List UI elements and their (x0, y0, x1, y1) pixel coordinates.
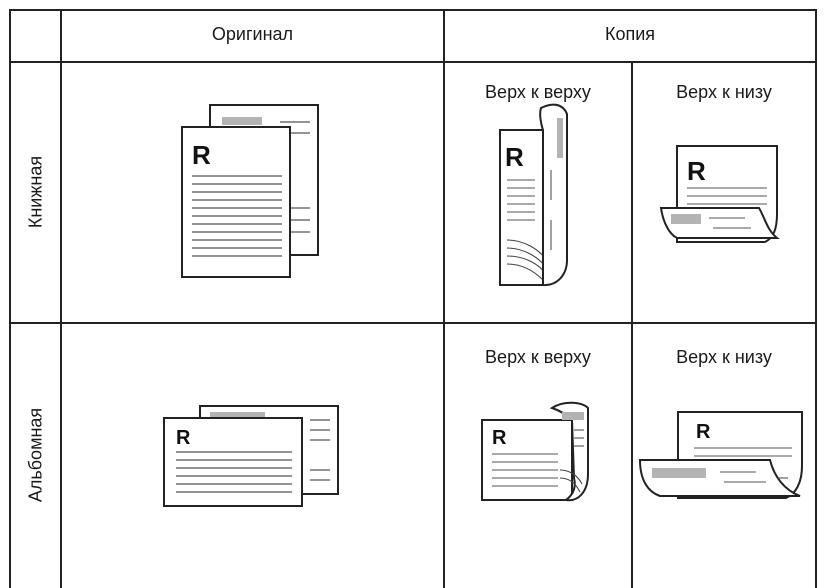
landscape-booklet-letter: R (492, 427, 507, 449)
landscape-original-pages: R (163, 405, 339, 507)
header-original: Оригинал (211, 24, 294, 44)
caption-portrait-top-to-bottom: Верх к низу (676, 82, 772, 102)
landscape-front-letter: R (176, 427, 191, 449)
landscape-flip-gray-bar (652, 468, 706, 478)
front-page-letter: R (192, 140, 211, 170)
landscape-booklet-gray-bar (562, 412, 584, 420)
back-page-gray-bar (222, 117, 262, 125)
booklet-gray-bar (557, 118, 563, 158)
flip-gray-bar (671, 214, 701, 224)
portrait-original-pages: R (181, 104, 319, 278)
table-border-top (9, 9, 817, 11)
table-header-divider (9, 61, 817, 63)
caption-landscape-top-to-top: Верх к верху (485, 347, 591, 367)
header-copy: Копия (604, 24, 656, 44)
landscape-copy-top-to-bottom: R (638, 411, 803, 499)
caption-portrait-top-to-top: Верх к верху (485, 82, 591, 102)
table-border-left (9, 9, 11, 588)
table-col-divider-2 (443, 9, 445, 588)
row-label-portrait: Книжная (25, 155, 46, 229)
table-border-right (815, 9, 817, 588)
portrait-copy-top-to-top: R (499, 103, 568, 287)
table-col-divider-1 (60, 9, 62, 588)
portrait-copy-top-to-bottom: R (659, 145, 780, 243)
table-row-divider (9, 322, 817, 324)
landscape-flip-letter: R (696, 421, 711, 443)
landscape-copy-top-to-top: R (481, 401, 589, 502)
table-col-divider-3 (631, 61, 633, 588)
landscape-back-gray-bar (210, 412, 265, 420)
row-label-landscape: Альбомная (25, 407, 46, 503)
flip-letter: R (687, 156, 706, 186)
caption-landscape-top-to-bottom: Верх к низу (676, 347, 772, 367)
booklet-letter: R (505, 142, 524, 172)
